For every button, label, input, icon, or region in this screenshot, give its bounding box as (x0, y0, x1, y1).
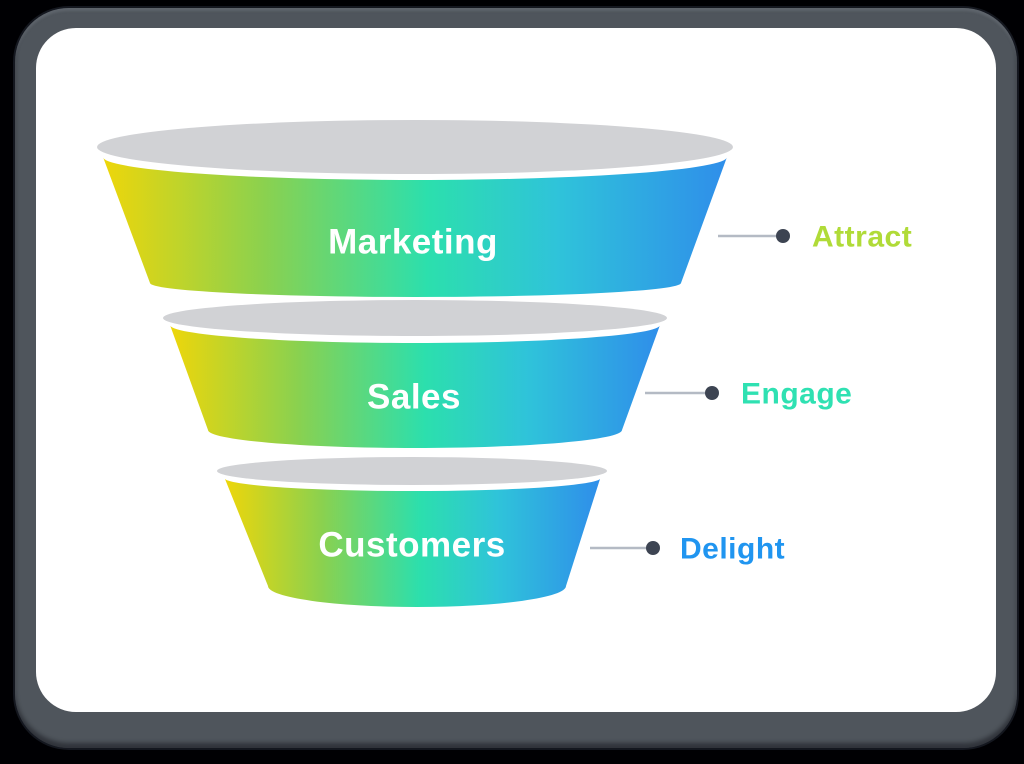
stage-body (225, 479, 600, 607)
connector-dot (646, 541, 660, 555)
stage-top-ellipse (97, 120, 733, 174)
annotation-label-delight: Delight (680, 533, 785, 566)
stage-label-customers: Customers (318, 526, 505, 565)
connector-dot (776, 229, 790, 243)
stage-top-ellipse (163, 300, 667, 336)
connector-delight: Delight (590, 533, 785, 566)
stage-body (103, 157, 727, 297)
stage-label-sales: Sales (367, 378, 461, 417)
connector-attract: Attract (718, 221, 912, 254)
stage-top-ellipse (217, 457, 607, 485)
annotation-label-engage: Engage (741, 378, 852, 411)
annotation-label-attract: Attract (812, 221, 912, 254)
funnel-stage-customers: Customers (217, 457, 607, 607)
funnel-stage-sales: Sales (163, 300, 667, 448)
stage-body (170, 325, 660, 448)
connector-dot (705, 386, 719, 400)
funnel-stage-marketing: Marketing (97, 120, 733, 297)
stage-label-marketing: Marketing (328, 223, 498, 262)
connector-engage: Engage (645, 378, 852, 411)
